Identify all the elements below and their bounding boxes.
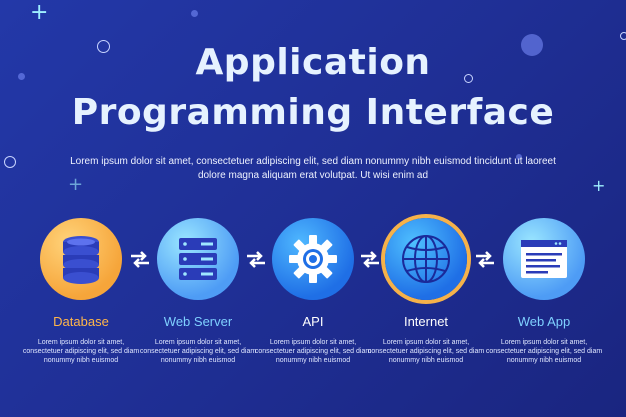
decor-plus-icon: + <box>30 0 49 25</box>
api-circle <box>272 218 354 300</box>
node-description: Lorem ipsum dolor sit amet, consectetuer… <box>22 339 140 364</box>
web-app-circle <box>503 218 585 300</box>
description-text: Lorem ipsum dolor sit amet, consectetuer… <box>70 156 556 181</box>
internet-circle <box>385 218 467 300</box>
database-icon <box>63 236 99 284</box>
globe-icon <box>402 235 450 283</box>
decor-ring <box>4 156 16 168</box>
node-label: Internet <box>403 314 449 329</box>
node-label: Database <box>53 314 109 329</box>
bidirectional-arrow-icon <box>476 251 494 268</box>
decor-dot <box>18 73 25 80</box>
page-title-line-1: Application <box>195 42 431 83</box>
decor-dot <box>516 154 522 160</box>
node-description: Lorem ipsum dolor sit amet, consectetuer… <box>367 339 485 364</box>
server-icon <box>179 238 217 280</box>
bidirectional-arrow-icon <box>247 251 265 268</box>
decor-dot <box>191 10 198 17</box>
decor-ring <box>464 74 473 83</box>
node-label: Web App <box>517 314 571 329</box>
page-title-line-2: Programming Interface <box>71 92 555 133</box>
web-server-circle <box>157 218 239 300</box>
decor-ring <box>620 32 626 40</box>
decor-plus-icon: + <box>592 176 606 195</box>
gear-icon <box>289 235 337 283</box>
bidirectional-arrow-icon <box>361 251 379 268</box>
node-label: API <box>302 314 324 329</box>
node-label: Web Server <box>163 314 233 329</box>
decor-dot <box>521 34 543 56</box>
decor-ring <box>97 40 110 53</box>
node-description: Lorem ipsum dolor sit amet, consectetuer… <box>139 339 257 364</box>
decor-plus-icon: + <box>68 174 84 195</box>
bidirectional-arrow-icon <box>131 251 149 268</box>
node-description: Lorem ipsum dolor sit amet, consectetuer… <box>254 339 372 364</box>
browser-window-icon <box>521 240 567 278</box>
node-description: Lorem ipsum dolor sit amet, consectetuer… <box>485 339 603 364</box>
database-circle <box>40 218 122 300</box>
